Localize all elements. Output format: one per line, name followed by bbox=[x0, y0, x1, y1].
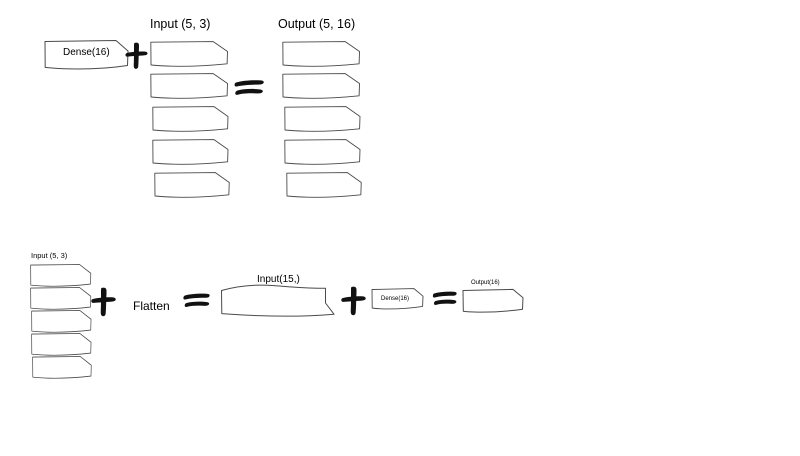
top-dense-box bbox=[44, 40, 129, 70]
top-plus-icon bbox=[125, 42, 148, 69]
top-dense-box-label: Dense(16) bbox=[63, 47, 110, 58]
flat-vector-header: Input(15,) bbox=[257, 274, 300, 285]
bottom-plus-2-icon bbox=[341, 286, 366, 316]
bottom-input-stack bbox=[30, 264, 92, 379]
flatten-label: Flatten bbox=[133, 299, 170, 313]
bottom-dense-box-label: Dense(16) bbox=[381, 296, 410, 302]
bottom-input-stack-header: Input (5, 3) bbox=[31, 251, 68, 260]
bottom-equals-1-icon bbox=[183, 293, 210, 307]
bottom-plus-1-icon bbox=[91, 287, 116, 317]
bottom-output-box bbox=[462, 288, 524, 313]
flat-vector-shape bbox=[221, 284, 335, 317]
bottom-dense-box bbox=[371, 288, 424, 310]
top-equals-icon bbox=[234, 80, 264, 95]
bottom-equals-2-icon bbox=[432, 291, 457, 305]
top-input-stack bbox=[150, 41, 230, 198]
top-input-stack-header: Input (5, 3) bbox=[150, 17, 211, 31]
top-output-stack-header: Output (5, 16) bbox=[278, 17, 356, 31]
bottom-output-box-header: Output(16) bbox=[471, 280, 500, 286]
top-output-stack bbox=[282, 41, 362, 198]
